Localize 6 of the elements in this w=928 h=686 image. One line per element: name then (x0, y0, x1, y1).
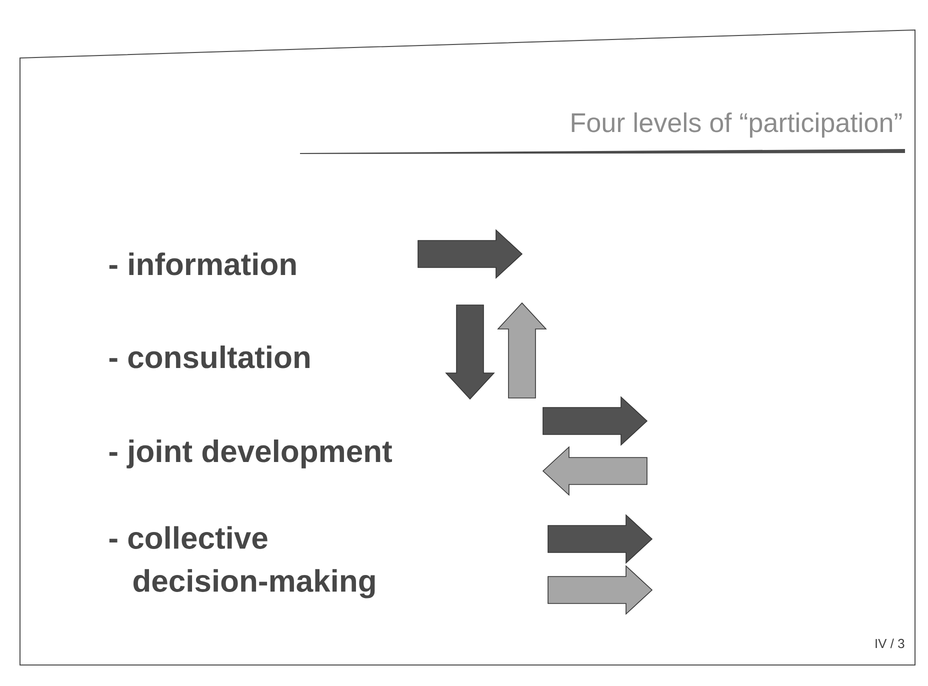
list-item: - joint development (109, 440, 392, 468)
list-item: - consultation (109, 346, 310, 368)
list-item: - collective decision-making (109, 526, 375, 598)
title: Four levels of “participation” (572, 112, 902, 138)
list-item: - information (109, 252, 296, 276)
page-number: IV / 3 (876, 638, 904, 648)
